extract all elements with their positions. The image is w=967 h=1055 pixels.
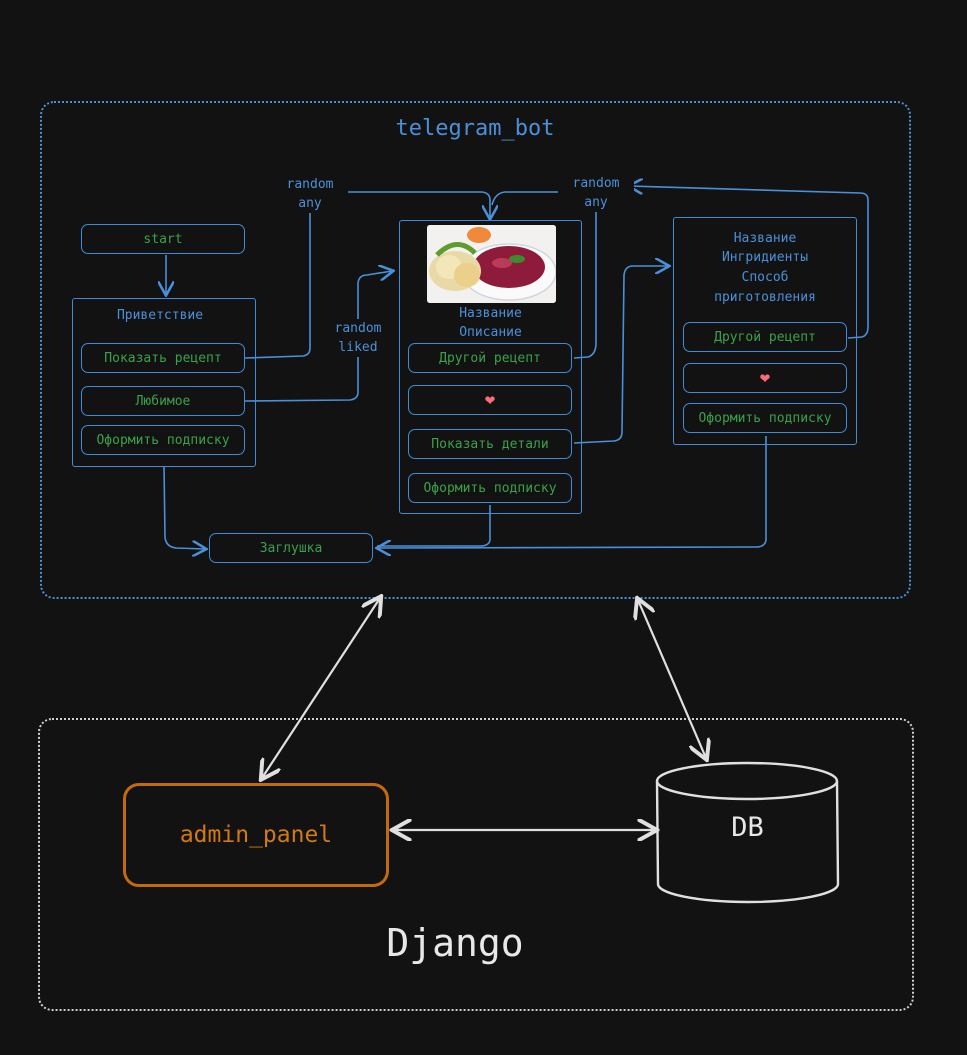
arrow-tg-db bbox=[638, 600, 706, 758]
details-line3: Способ bbox=[741, 270, 789, 285]
details-like-button[interactable]: ❤ bbox=[683, 363, 847, 393]
edge-label-line2: any bbox=[584, 195, 608, 210]
card-like-button[interactable]: ❤ bbox=[408, 385, 572, 415]
django-title: Django bbox=[386, 921, 524, 965]
edge-label-line1: random bbox=[334, 321, 382, 336]
arrow-tg-admin bbox=[262, 598, 380, 778]
telegram-bot-frame bbox=[40, 101, 911, 599]
arrow-random-any-left bbox=[340, 191, 490, 218]
welcome-screen bbox=[72, 298, 256, 467]
welcome-subscribe-button[interactable]: Оформить подписку bbox=[81, 425, 245, 455]
start-button[interactable]: start bbox=[81, 224, 245, 254]
arrow-show-details bbox=[573, 266, 668, 444]
card-subscribe-button[interactable]: Оформить подписку bbox=[408, 473, 572, 503]
stub-box[interactable]: Заглушка bbox=[209, 533, 373, 563]
edge-label-line2: liked bbox=[338, 340, 378, 355]
arrow-random-any-right bbox=[491, 191, 565, 206]
details-subscribe-button[interactable]: Оформить подписку bbox=[683, 403, 847, 433]
recipe-photo bbox=[427, 225, 556, 303]
arrow-welcome-subscribe bbox=[163, 465, 205, 549]
show-details-button[interactable]: Показать детали bbox=[408, 429, 572, 459]
arrow-card-subscribe bbox=[377, 505, 491, 547]
arrow-show-recipe bbox=[244, 212, 311, 359]
favorite-button[interactable]: Любимое bbox=[81, 386, 245, 416]
django-frame bbox=[38, 718, 914, 1011]
edge-label-random-liked: random liked bbox=[322, 319, 394, 357]
arrow-details-subscribe bbox=[378, 436, 767, 548]
admin-panel-box[interactable]: admin_panel bbox=[123, 783, 389, 887]
soup-illustration bbox=[427, 225, 556, 303]
recipe-card-line2: Описание bbox=[459, 325, 522, 340]
details-line1: Название bbox=[733, 231, 797, 246]
telegram-bot-title: telegram_bot bbox=[395, 116, 555, 141]
edge-label-random-any-left: random any bbox=[272, 175, 348, 213]
details-line2: Ингридиенты bbox=[721, 250, 809, 265]
heart-icon: ❤ bbox=[759, 367, 771, 388]
arrow-other-recipe-details bbox=[630, 186, 869, 339]
details-screen bbox=[673, 217, 857, 445]
edge-label-random-any-right: random any bbox=[558, 174, 634, 212]
edge-label-line1: random bbox=[572, 176, 620, 191]
db-cylinder bbox=[655, 761, 840, 904]
heart-icon: ❤ bbox=[484, 389, 496, 410]
show-recipe-button[interactable]: Показать рецепт bbox=[81, 343, 245, 373]
recipe-card-screen bbox=[399, 220, 582, 514]
db-label: DB bbox=[731, 812, 764, 843]
details-other-recipe-button[interactable]: Другой рецепт bbox=[683, 322, 847, 352]
arrow-other-recipe-card bbox=[573, 212, 597, 359]
card-other-recipe-button[interactable]: Другой рецепт bbox=[408, 343, 572, 373]
arrow-favorite bbox=[244, 355, 359, 402]
recipe-card-line1: Название bbox=[459, 306, 522, 321]
arrow-random-liked bbox=[357, 271, 392, 320]
welcome-title: Приветствие bbox=[116, 308, 204, 323]
details-line4: приготовления bbox=[714, 290, 816, 305]
edge-label-line2: any bbox=[298, 196, 322, 211]
edge-label-line1: random bbox=[286, 177, 334, 192]
